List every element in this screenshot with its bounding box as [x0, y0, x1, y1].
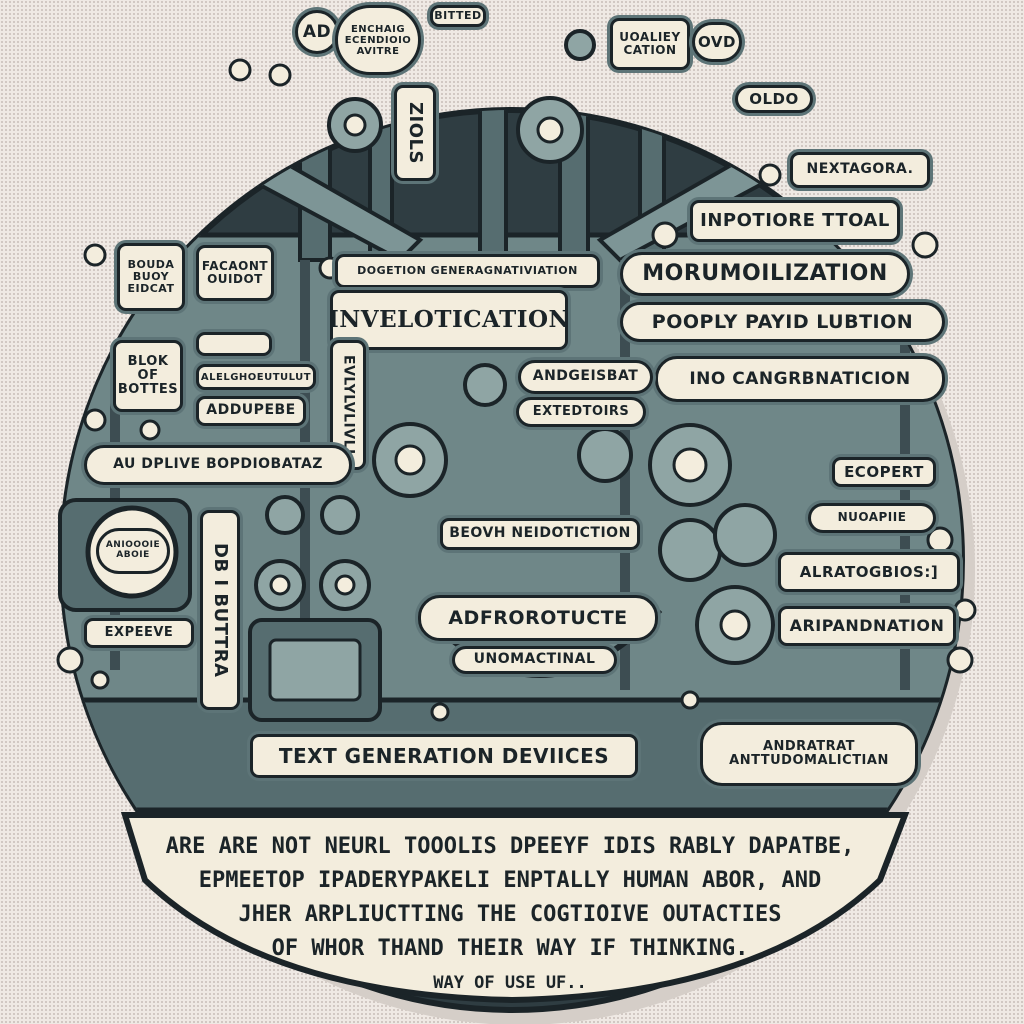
label-alelghoeu: ALELGHOEUTULUT [196, 364, 316, 390]
label-morumolization: MORUMOILIZATION [620, 252, 910, 296]
label-alratogbios: ALRATOGBIOS:] [778, 552, 960, 592]
label-nextagora: NEXTAGORA. [790, 152, 930, 188]
dial-label: ANIOOOIE ABOIE [96, 528, 170, 574]
gear-icon [713, 503, 777, 567]
label-unomactinal: UNOMACTINAL [452, 646, 617, 674]
label-poopy: POOPLY PAYID LUBTION [620, 302, 945, 342]
label-andrat: ANDRATRAT ANTTUDOMALICTIAN [700, 722, 918, 786]
label-adfroro: ADFROROTUCTE [418, 595, 658, 641]
banner-line: OF WHOR THAND THEIR WAY IF THINKING. [271, 936, 749, 961]
label-arpandnation: ARIPANDNATION [778, 606, 956, 646]
label-au-dplive: AU DPLIVE BOPDIOBATAZ [84, 445, 352, 485]
label-inpotiore: INPOTIORE TTOAL [690, 200, 900, 242]
label-ino: INO CANGRBNATICION [655, 356, 945, 402]
bottom-banner [120, 812, 910, 1004]
banner-line: JHER ARPLIUCTTING THE COGTIOIVE OUTACTIE… [238, 902, 782, 927]
gear-icon [320, 495, 360, 535]
banner-line: WAY OF USE UF.. [433, 973, 587, 993]
label-dogetion: DOGETION GENERAGNATIVIATION [335, 254, 600, 288]
screen [268, 638, 362, 702]
label-ecopert: ECOPERT [832, 457, 936, 487]
label-beovh: BEOVH NEIDOTICTION [440, 518, 640, 550]
label-ovd: OVD [692, 22, 742, 62]
label-top-vertical: ZIOLS [394, 85, 436, 181]
gear-icon [564, 29, 596, 61]
banner-line: EPMEETOP IPADERYPAKELI ENPTALLY HUMAN AB… [198, 868, 822, 893]
bar [620, 260, 630, 690]
label-text-generation: TEXT GENERATION DEVIICES [250, 734, 638, 778]
label-expeeve: EXPEEVE [84, 618, 194, 648]
label-ohuhuhug [196, 332, 272, 356]
label-invelotication: INVELOTICATION [330, 290, 568, 350]
label-extedtoirs: EXTEDTOIRS [516, 397, 646, 427]
label-addupebe: ADDUPEBE [196, 396, 306, 426]
banner-text: ARE ARE NOT NEURL TOOOLIS DPEEYF IDIS RA… [150, 830, 870, 1000]
label-vertical-bittra: DB I BUTTRA [200, 510, 240, 710]
label-bitter: BITTED [430, 5, 486, 27]
label-facaont: FACAONT OUIDOT [196, 245, 274, 301]
label-top-oval: ENCHAIG ECENDIOIO AVITRE [335, 5, 421, 75]
label-block: BLOK OF BOTTES [113, 340, 183, 412]
label-quality: UOALIEY CATION [610, 18, 690, 70]
gear-icon [463, 363, 507, 407]
gear-icon [577, 427, 633, 483]
banner-line: ARE ARE NOT NEURL TOOOLIS DPEEYF IDIS RA… [165, 834, 855, 859]
label-bould: BOUDA BUOY EIDCAT [117, 243, 185, 311]
gear-icon [265, 495, 305, 535]
label-nuoapiie: NUOAPIIE [808, 503, 936, 533]
label-oldo: OLDO [735, 85, 813, 113]
label-andgeisbat: ANDGEISBAT [518, 360, 653, 394]
